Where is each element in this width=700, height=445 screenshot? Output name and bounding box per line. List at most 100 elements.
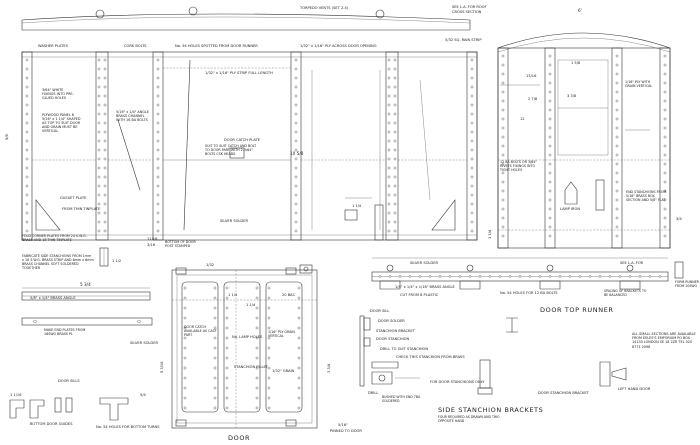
bolt xyxy=(25,58,29,62)
ply-grain-box: 1/16" PLY WITH GRAIN VERTICAL xyxy=(625,80,653,88)
bolt xyxy=(501,207,505,211)
bolt xyxy=(183,326,187,330)
dim-5-8: 5/8 xyxy=(5,134,9,140)
dim-1-1-16: 1 1/16 xyxy=(10,393,22,397)
bolt xyxy=(97,103,101,107)
bolt xyxy=(393,148,397,152)
bolt xyxy=(25,67,29,71)
door-catch-label: DOOR CATCH PLATE xyxy=(224,138,261,142)
bolt xyxy=(25,103,29,107)
bolt xyxy=(97,76,101,80)
door-top-runner-title: DOOR TOP RUNNER xyxy=(540,306,614,314)
bolt xyxy=(628,275,632,278)
small-sections-box: ALL SMALL SECTIONS ARE AVAILABLE FROM EE… xyxy=(632,332,696,349)
bolt xyxy=(663,144,667,148)
bolt xyxy=(103,193,107,197)
dim-1-1-2: 1 1/2 xyxy=(112,259,121,263)
bolt xyxy=(267,296,271,300)
bolt xyxy=(615,225,619,229)
bolt xyxy=(501,90,505,94)
bottom-post-label: BOTTOM OF DOOR POST STAMPED xyxy=(165,240,196,248)
dim-12: 12 xyxy=(520,117,525,121)
bolt xyxy=(103,148,107,152)
bolt xyxy=(663,225,667,229)
lamp-iron-label: LAMP IRON xyxy=(560,207,580,211)
door-stanchion-label: DOOR STANCHION xyxy=(376,337,410,341)
bolt xyxy=(615,216,619,220)
dim-5-4: 5/4 xyxy=(140,393,146,397)
bolt xyxy=(183,286,187,290)
bolt xyxy=(103,220,107,224)
bolt xyxy=(528,275,532,278)
bolt xyxy=(294,139,298,143)
bolt xyxy=(393,157,397,161)
dim-10-5-8: 10 5/8 xyxy=(290,151,304,156)
dim-1-1-4-a: 1 1/4 xyxy=(352,204,362,208)
bolt xyxy=(255,386,259,390)
door-catch-note-box: SUIT TO SUIT CATCH AND BOLT TO DOOR PART… xyxy=(205,144,256,156)
dim-1-1-4-v: 1 1/4 xyxy=(488,229,492,239)
bolt xyxy=(267,376,271,380)
bolt xyxy=(225,296,229,300)
bushed-end-label: BUSHED WITH END 7BA SOLDERED xyxy=(382,395,421,403)
dim-3-3-8: 3 3/8 xyxy=(567,94,577,98)
left-hand-door-label: LEFT HAND DOOR xyxy=(618,387,651,391)
fabricate-label: FABRICATE SIDE STANCHIONS FROM 1mm x 18 … xyxy=(22,254,94,270)
bolt xyxy=(387,58,391,62)
bolt xyxy=(225,286,229,290)
bolt xyxy=(294,58,298,62)
bolt xyxy=(663,99,667,103)
bolt xyxy=(294,166,298,170)
bolt xyxy=(608,275,612,278)
bolt xyxy=(225,386,229,390)
bolt xyxy=(663,234,667,238)
ply-grain-label: 1/16" PLY WITH GRAIN VERTICAL xyxy=(625,80,653,88)
bottom-post-box: BOTTOM OF DOOR POST STAMPED xyxy=(165,240,196,248)
bolt xyxy=(470,202,474,206)
bolt xyxy=(393,94,397,98)
bolt xyxy=(103,85,107,89)
bolt xyxy=(294,202,298,206)
bolt xyxy=(213,346,217,350)
bolt xyxy=(97,220,101,224)
drill-tap-label: DRILL TO SUIT STANCHION xyxy=(380,347,428,351)
bolt xyxy=(615,153,619,157)
bolt xyxy=(663,108,667,112)
dim-2-7-8: 2 7/8 xyxy=(528,97,538,101)
door-drawing xyxy=(171,264,318,429)
bolt xyxy=(156,67,160,71)
bolt xyxy=(213,356,217,360)
bolt xyxy=(183,406,187,410)
bolt xyxy=(97,67,101,71)
bolt xyxy=(297,286,301,290)
bolt xyxy=(501,162,505,166)
bolt xyxy=(294,148,298,152)
small-sections-label: ALL SMALL SECTIONS ARE AVAILABLE FROM EE… xyxy=(632,332,696,349)
dim-11-16: 11/16 xyxy=(147,237,158,241)
bolt xyxy=(294,76,298,80)
bolt xyxy=(548,234,552,238)
bolt xyxy=(156,202,160,206)
bolt xyxy=(501,180,505,184)
bolt xyxy=(97,184,101,188)
bolt xyxy=(501,81,505,85)
bolt xyxy=(615,54,619,58)
bolt xyxy=(294,94,298,98)
bolt xyxy=(225,306,229,310)
bolt xyxy=(501,216,505,220)
bolt xyxy=(548,171,552,175)
brass-angle-long-label: 1/4" x 1/4" x 1/16" BRASS ANGLE xyxy=(395,285,455,289)
door-sills-label: DOOR SILLS xyxy=(58,379,80,383)
bolt xyxy=(548,180,552,184)
bolt xyxy=(393,103,397,107)
bolt xyxy=(213,336,217,340)
bolt xyxy=(428,275,432,278)
bolt xyxy=(508,275,512,278)
bolt xyxy=(548,216,552,220)
dim-20-bac: 20 BAC xyxy=(282,293,296,297)
bolt xyxy=(183,316,187,320)
bolt xyxy=(183,386,187,390)
bolt xyxy=(387,193,391,197)
dim-1-1-32: 1/32 xyxy=(206,263,214,267)
dim-5-3-16: 5 3/16 xyxy=(160,361,164,373)
